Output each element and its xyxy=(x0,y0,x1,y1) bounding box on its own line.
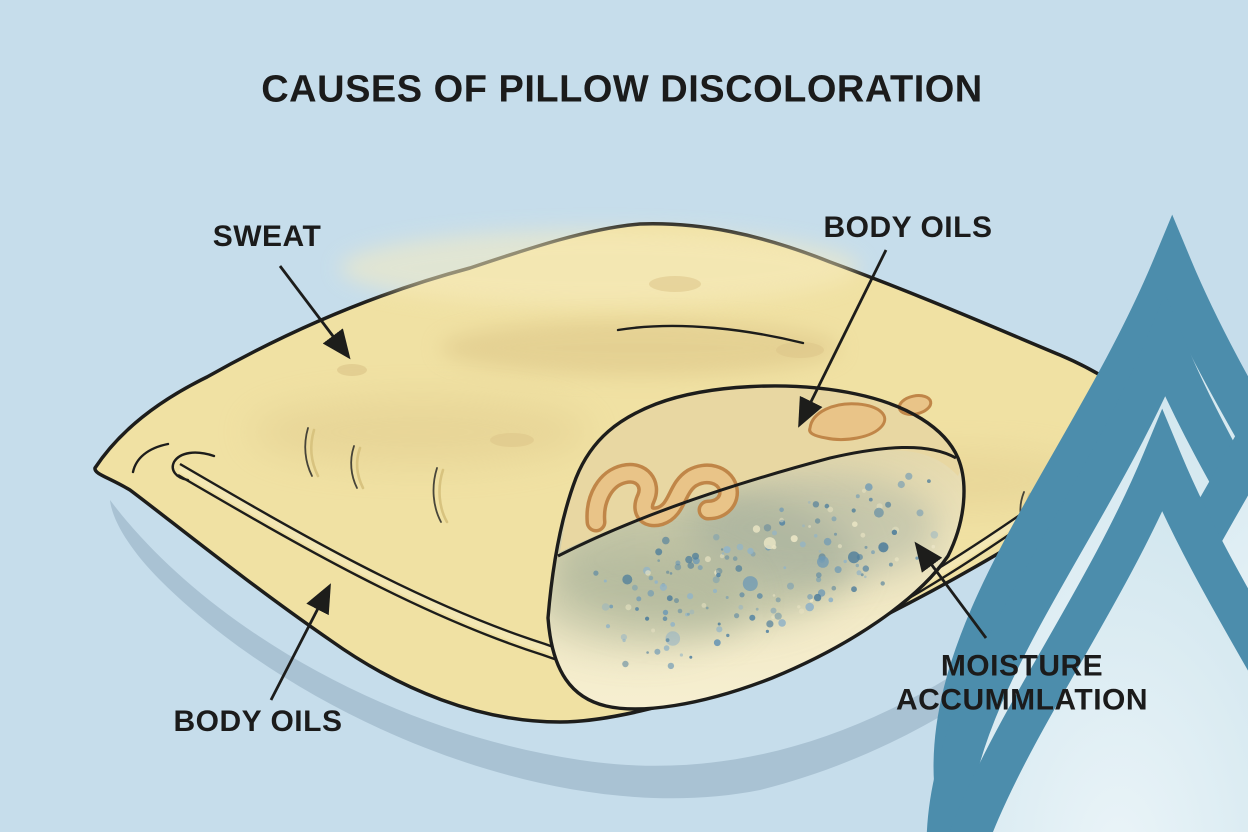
body-oils-top-arrow xyxy=(798,249,888,428)
cutaway-divider xyxy=(557,446,957,558)
pillow-crease-line xyxy=(616,324,805,345)
annotation-arrows xyxy=(269,249,988,701)
sweat-arrow xyxy=(278,265,351,360)
cutaway-outline xyxy=(546,384,966,711)
body-oils-bottom-label: BODY OILS xyxy=(173,705,343,739)
moisture-accumulation-label: MOISTURE ACCUMMLATION xyxy=(896,649,1148,716)
pillow-cutaway xyxy=(546,384,966,711)
moisture-label-line1: MOISTURE xyxy=(940,649,1104,683)
sweat-stain-spots xyxy=(337,276,824,447)
diagram-title: CAUSES OF PILLOW DISCOLORATION xyxy=(261,68,983,111)
body-oils-bottom-arrow xyxy=(269,583,331,701)
pillow-shadow xyxy=(110,480,1180,799)
moisture-speckles xyxy=(593,472,939,670)
moisture-label-line2: ACCUMMLATION xyxy=(895,683,1149,716)
oil-blob xyxy=(808,402,887,441)
sweat-label: SWEAT xyxy=(212,220,322,254)
body-oils-top-label: BODY OILS xyxy=(823,211,993,245)
moisture-arrow xyxy=(914,541,988,639)
